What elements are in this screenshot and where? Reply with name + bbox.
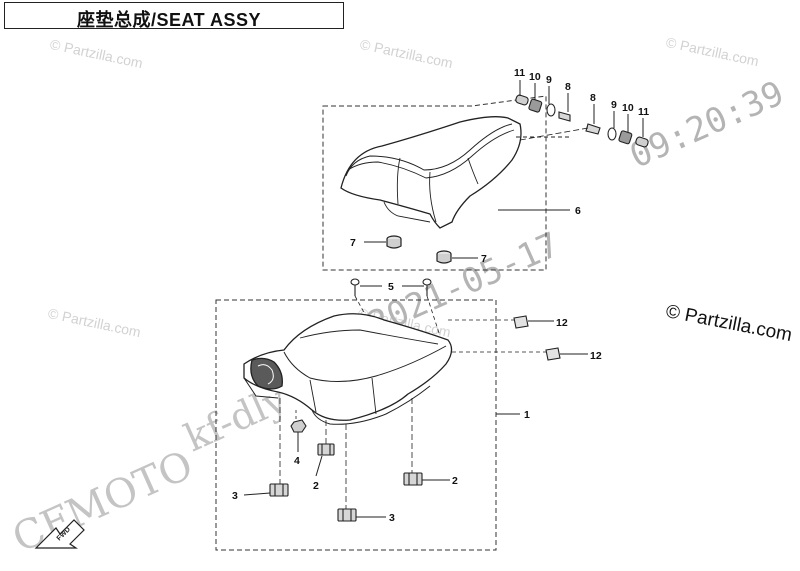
callout-5: 5 xyxy=(388,281,394,293)
bumper-7b xyxy=(436,250,452,264)
callout-3b: 3 xyxy=(389,512,395,524)
callout-1: 1 xyxy=(524,409,530,421)
callout-8b: 8 xyxy=(590,92,596,104)
callout-2a: 2 xyxy=(313,480,319,492)
callout-12a: 12 xyxy=(556,317,568,329)
bumper-7a xyxy=(386,235,402,249)
grommet-2a xyxy=(317,443,335,456)
fastener-stack-left xyxy=(515,94,571,122)
fwd-arrow: FWD xyxy=(34,519,85,549)
callout-4: 4 xyxy=(294,455,300,467)
lower-group-frame xyxy=(215,299,497,551)
nut-4 xyxy=(290,419,307,433)
callout-6: 6 xyxy=(575,205,581,217)
callout-7b: 7 xyxy=(481,253,487,265)
grommet-2b xyxy=(403,472,423,486)
grommet-3b xyxy=(337,508,357,522)
upper-group-frame xyxy=(322,95,547,271)
callout-7a: 7 xyxy=(350,237,356,249)
callout-12b: 12 xyxy=(590,350,602,362)
screw-5b xyxy=(422,278,432,296)
callout-11b: 11 xyxy=(638,106,649,118)
callout-11a: 11 xyxy=(514,67,525,79)
grommet-3a xyxy=(269,483,289,497)
callout-10b: 10 xyxy=(622,102,634,114)
passenger-seat xyxy=(340,116,522,229)
clip-12a xyxy=(513,315,529,329)
callout-2b: 2 xyxy=(452,475,458,487)
fastener-stack-right xyxy=(585,123,649,148)
title-box: 座垫总成/SEAT ASSY xyxy=(4,2,344,30)
callout-3a: 3 xyxy=(232,490,238,502)
screw-5a xyxy=(350,278,360,296)
callout-10a: 10 xyxy=(529,71,541,83)
page-title: 座垫总成/SEAT ASSY xyxy=(77,10,262,30)
callout-8a: 8 xyxy=(565,81,571,93)
clip-12b xyxy=(545,347,561,361)
callout-9a: 9 xyxy=(546,74,552,86)
main-seat xyxy=(243,313,453,425)
callout-9b: 9 xyxy=(611,99,617,111)
